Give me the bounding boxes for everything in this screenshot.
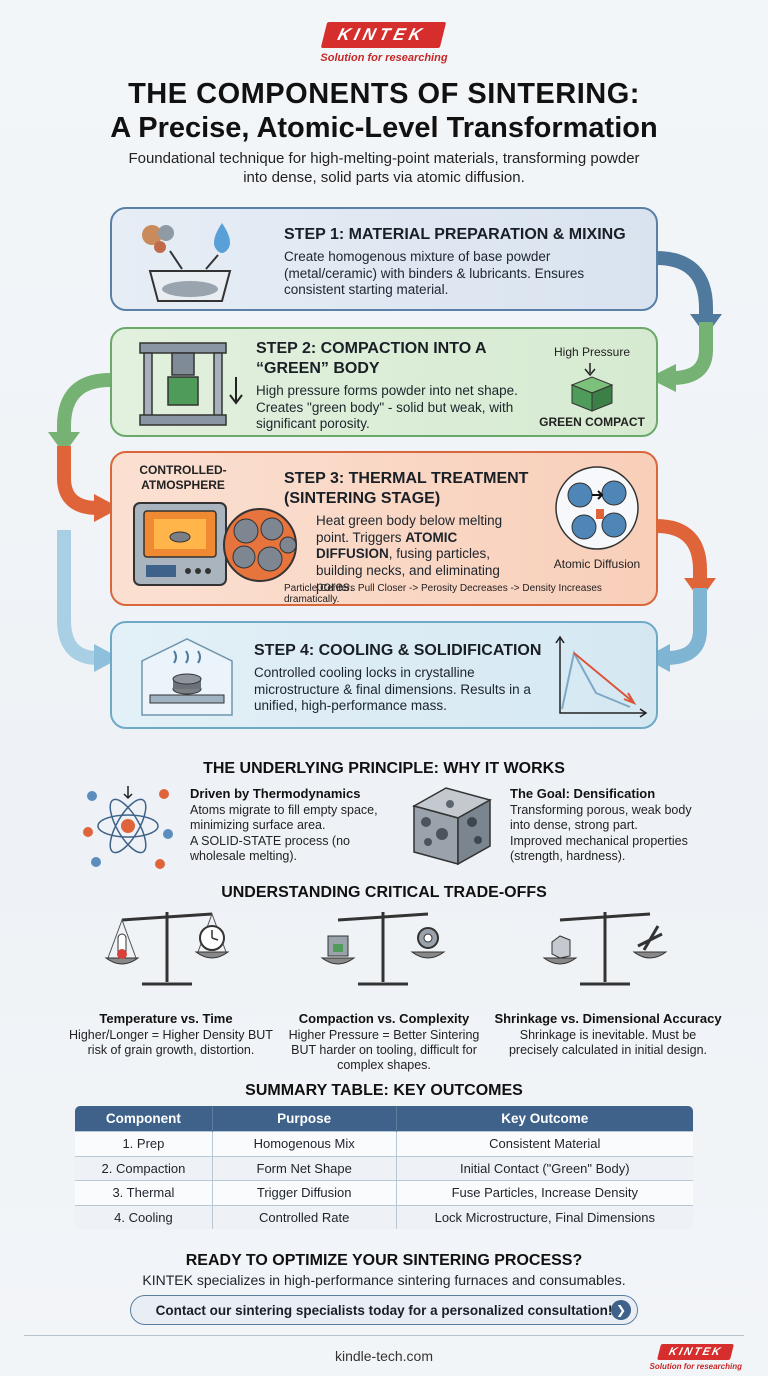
tradeoff-2-title: Compaction vs. Complexity — [298, 1011, 470, 1026]
table-cell: Initial Contact ("Green" Body) — [396, 1155, 693, 1181]
flow-arrow-5-icon — [655, 519, 707, 582]
principle-title: THE UNDERLYING PRINCIPLE: WHY IT WORKS — [203, 760, 565, 777]
summary-title: SUMMARY TABLE: KEY OUTCOMES — [245, 1082, 523, 1099]
footer-logo: KINTEK Solution for researching — [650, 1342, 742, 1371]
atomic-diffusion-icon — [555, 466, 639, 550]
principle-left-title: Driven by Thermodynamics — [190, 786, 361, 801]
footer-divider — [24, 1335, 744, 1336]
step-1-text: Create homogenous mixture of base powder… — [284, 249, 585, 297]
footer-logo-tagline: Solution for researching — [649, 1362, 742, 1371]
logo-tagline: Solution for researching — [320, 52, 448, 64]
step-2-card: STEP 2: COMPACTION INTO A “GREEN” BODY H… — [110, 327, 658, 437]
step-3-text-pre: Heat green body below melting point. Tri… — [316, 513, 503, 545]
step-3-title-line1: STEP 3: THERMAL TREATMENT — [284, 470, 529, 487]
step-3-text: Heat green body below melting point. Tri… — [316, 513, 536, 596]
table-cell: Form Net Shape — [212, 1155, 397, 1181]
step-4-text: Controlled cooling locks in crystalline … — [254, 665, 531, 713]
principle-right-text-2: Improved mechanical properties (strength… — [510, 834, 688, 863]
cooling-curve-icon — [555, 635, 648, 718]
page-subtitle: Foundational technique for high-melting-… — [128, 150, 640, 186]
atomic-diffusion-label: Atomic Diffusion — [553, 557, 641, 571]
press-icon — [139, 342, 243, 426]
table-row: 1. Prep Homogenous Mix Consistent Materi… — [75, 1131, 693, 1156]
step-3-card: CONTROLLED-ATMOSPHERE STEP 3: THERMAL TR… — [110, 451, 658, 606]
contact-specialists-button[interactable]: Contact our sintering specialists today … — [130, 1295, 638, 1325]
controlled-atmosphere-label: CONTROLLED-ATMOSPHERE — [139, 463, 227, 492]
table-cell: 3. Thermal — [75, 1180, 213, 1205]
mixing-bowl-icon — [142, 223, 232, 302]
summary-table: Component Purpose Key Outcome 1. Prep Ho… — [74, 1105, 694, 1230]
tradeoff-1-title: Temperature vs. Time — [99, 1011, 233, 1026]
step-2-title-line1: STEP 2: COMPACTION INTO A — [256, 340, 487, 357]
principle-left-text-2: A SOLID-STATE process (no wholesale melt… — [190, 834, 351, 863]
step-4-card: STEP 4: COOLING & SOLIDIFICATION Control… — [110, 621, 658, 729]
flow-arrow-1-icon — [655, 251, 713, 318]
high-pressure-label: High Pressure — [553, 345, 631, 359]
tradeoff-2-text: Higher Pressure = Better Sintering BUT h… — [288, 1028, 480, 1072]
table-cell: 1. Prep — [75, 1131, 213, 1156]
table-row: 3. Thermal Trigger Diffusion Fuse Partic… — [75, 1180, 693, 1205]
table-header-cell: Key Outcome — [396, 1106, 693, 1132]
table-cell: Fuse Particles, Increase Density — [396, 1180, 693, 1205]
table-cell: Lock Microstructure, Final Dimensions — [396, 1204, 693, 1229]
step-3-title-line2: (SINTERING STAGE) — [284, 490, 441, 507]
cta-title: READY TO OPTIMIZE YOUR SINTERING PROCESS… — [185, 1252, 583, 1269]
porous-cube-icon — [412, 787, 492, 866]
step-2-title-line2: “GREEN” BODY — [256, 360, 380, 377]
cta-text: KINTEK specializes in high-performance s… — [142, 1272, 626, 1288]
flow-arrow-2-icon — [671, 322, 713, 385]
table-cell: Trigger Diffusion — [212, 1180, 397, 1205]
atom-icon — [83, 786, 173, 869]
principle-right-title: The Goal: Densification — [510, 786, 656, 801]
step-3-text-strong: ATOMIC DIFFUSION — [316, 529, 458, 562]
table-row: 4. Cooling Controlled Rate Lock Microstr… — [75, 1204, 693, 1229]
chevron-right-icon: ❯ — [611, 1300, 631, 1320]
scale-compaction-complexity-icon — [320, 912, 446, 986]
scale-shrinkage-accuracy-icon — [542, 912, 668, 986]
table-cell: 2. Compaction — [75, 1155, 213, 1181]
principle-left-text-1: Atoms migrate to fill empty space, minim… — [190, 803, 378, 832]
scale-temperature-time-icon — [104, 912, 230, 986]
footer-logo-wordmark: KINTEK — [657, 1344, 735, 1360]
page-title-line1: THE COMPONENTS OF SINTERING: — [128, 78, 640, 110]
table-cell: 4. Cooling — [75, 1204, 213, 1229]
table-cell: Consistent Material — [396, 1131, 693, 1156]
brand-logo: KINTEK Solution for researching — [310, 22, 458, 64]
tradeoff-1-text: Higher/Longer = Higher Density BUT risk … — [69, 1028, 273, 1057]
table-row: 2. Compaction Form Net Shape Initial Con… — [75, 1155, 693, 1181]
furnace-icon — [133, 502, 297, 586]
tradeoff-3-title: Shrinkage vs. Dimensional Accuracy — [494, 1011, 722, 1026]
step-3-note: Particle Centers Pull Closer -> Perosity… — [284, 583, 602, 605]
table-header-cell: Component — [75, 1106, 213, 1132]
tradeoff-3-text: Shrinkage is inevitable. Must be precise… — [508, 1028, 708, 1057]
flow-arrow-3-icon — [57, 373, 111, 436]
flow-arrow-7-icon — [57, 530, 99, 665]
step-1-title: STEP 1: MATERIAL PREPARATION & MIXING — [284, 226, 626, 243]
step-4-title: STEP 4: COOLING & SOLIDIFICATION — [254, 642, 542, 659]
flow-arrow-6-icon — [665, 588, 707, 665]
page-title-line2: A Precise, Atomic-Level Transformation — [110, 112, 658, 144]
contact-button-label: Contact our sintering specialists today … — [155, 1302, 613, 1318]
flow-arrow-4-icon — [57, 446, 99, 515]
logo-wordmark: KINTEK — [321, 22, 447, 48]
cooling-chamber-icon — [141, 638, 233, 716]
step-1-card: STEP 1: MATERIAL PREPARATION & MIXING Cr… — [110, 207, 658, 311]
table-header-cell: Purpose — [212, 1106, 397, 1132]
footer-url-link[interactable]: kindle-tech.com — [334, 1348, 434, 1364]
table-cell: Controlled Rate — [212, 1204, 397, 1229]
step-2-text: High pressure forms powder into net shap… — [256, 383, 518, 431]
table-cell: Homogenous Mix — [212, 1131, 397, 1156]
green-compact-icon — [570, 363, 614, 412]
tradeoffs-title: UNDERSTANDING CRITICAL TRADE-OFFS — [221, 884, 547, 901]
green-compact-label: GREEN COMPACT — [539, 415, 645, 429]
step-3-text-post: , fusing particles, building necks, and … — [316, 546, 500, 594]
principle-right-text-1: Transforming porous, weak body into dens… — [510, 803, 692, 832]
table-header-row: Component Purpose Key Outcome — [75, 1106, 693, 1132]
